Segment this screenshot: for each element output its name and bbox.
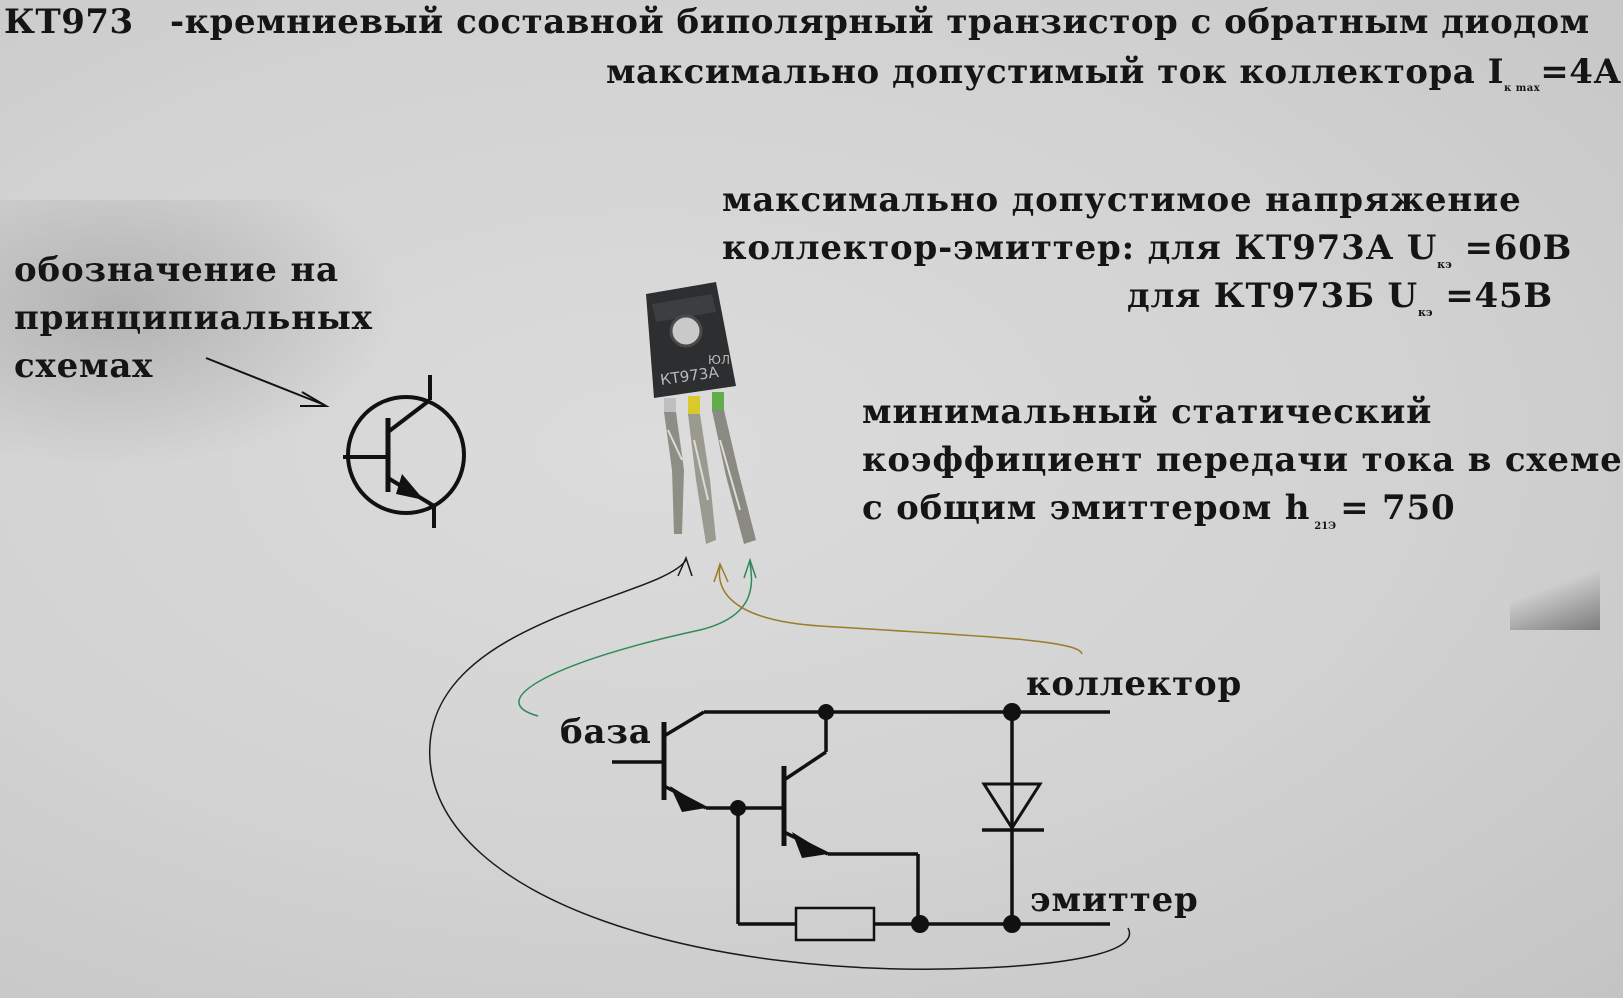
- gain-line-2: коэффициент передачи тока в схеме: [862, 440, 1623, 480]
- gain-line-1: минимальный статический: [862, 392, 1433, 432]
- t1-collector: [663, 710, 705, 738]
- t2-collector: [783, 750, 827, 782]
- voltage-b-subscript: кэ: [1417, 306, 1433, 319]
- resistor: [794, 906, 876, 942]
- black-lead: [429, 559, 1131, 970]
- emitter-dot: [1003, 915, 1021, 933]
- symbol-emitter-arrow: [396, 474, 424, 500]
- gain-text: с общим эмиттером h: [862, 488, 1311, 528]
- circuit-fills: [670, 703, 1043, 933]
- max-current-text: максимально допустимый ток коллектора I: [606, 52, 1504, 92]
- max-current-line: максимально допустимый ток коллектора Iк…: [606, 52, 1622, 94]
- symbol-caption-line-3: схемах: [14, 346, 154, 386]
- base-label: база: [560, 712, 652, 752]
- part-description: -кремниевый составной биполярный транзис…: [170, 2, 1590, 42]
- voltage-line-3: для КТ973Б Uкэ =45В: [1127, 276, 1553, 319]
- gain-subscript: 21Э: [1314, 521, 1337, 532]
- part-number: КТ973: [4, 2, 134, 42]
- olive-lead: [718, 565, 1083, 655]
- collector-dot: [1003, 703, 1021, 721]
- voltage-b-text: для КТ973Б U: [1127, 276, 1418, 316]
- symbol-collector-line: [386, 398, 432, 434]
- t2-emitter-arrow: [792, 832, 828, 858]
- max-current-subscript: к max: [1504, 83, 1541, 94]
- voltage-a-subscript: кэ: [1437, 258, 1452, 271]
- voltage-line-2: коллектор-эмиттер: для КТ973А Uкэ =60В: [722, 228, 1573, 271]
- green-lead: [518, 561, 753, 717]
- t1-emitter-arrow: [670, 786, 706, 812]
- background-corner-shadow: [1510, 560, 1600, 630]
- green-sleeve: [712, 392, 724, 412]
- mounting-hole: [669, 314, 703, 348]
- voltage-a-text: коллектор-эмиттер: для КТ973А U: [722, 228, 1438, 268]
- transistor-photo: ЮЛ КТ973А: [646, 282, 756, 544]
- yellow-sleeve: [688, 396, 700, 414]
- gain-value: = 750: [1340, 488, 1456, 528]
- caption-pointer-arrow: [205, 357, 330, 407]
- collector-label: коллектор: [1026, 664, 1243, 704]
- max-current-value: =4А: [1540, 52, 1622, 92]
- junction-dot: [818, 704, 834, 720]
- voltage-line-1: максимально допустимое напряжение: [722, 180, 1522, 220]
- symbol-caption-line-1: обозначение на: [14, 250, 339, 290]
- symbol-caption-line-2: принципиальных: [14, 298, 373, 338]
- darlington-circuit: [612, 710, 1110, 942]
- background-shadow: [0, 200, 400, 470]
- junction-dot: [911, 915, 929, 933]
- voltage-a-value: =60В: [1451, 228, 1573, 268]
- transistor-symbol: [343, 375, 466, 528]
- junction-dot: [730, 800, 746, 816]
- pin-leads: [429, 555, 1131, 970]
- voltage-b-value: =45В: [1432, 276, 1553, 316]
- emitter-label: эмиттер: [1030, 880, 1199, 920]
- package-code: ЮЛ: [708, 353, 730, 367]
- diode-triangle: [981, 782, 1043, 831]
